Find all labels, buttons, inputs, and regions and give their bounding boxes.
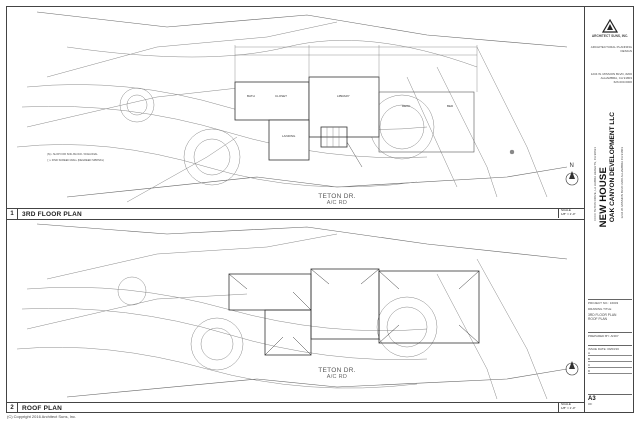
drawing-area: BATH CLOSET LIBRARY BED LANDING DECK (N)… xyxy=(7,7,584,413)
north-arrow-icon xyxy=(565,361,579,376)
revision-list: A B C D xyxy=(588,351,632,375)
plan-scale: SCALE 1/8" = 1'-0" xyxy=(558,402,584,412)
drawing-title-label: DRAWING TITLE xyxy=(588,307,612,311)
street-label-bottom: TETON DR. A/C RD xyxy=(318,367,356,380)
room-deck-label: DECK xyxy=(402,104,410,108)
third-floor-plan-panel: BATH CLOSET LIBRARY BED LANDING DECK (N)… xyxy=(7,7,584,220)
plan-title-bar-2: 2 ROOF PLAN SCALE 1/8" = 1'-0" xyxy=(7,402,584,413)
third-floor-plan-drawing: BATH CLOSET LIBRARY BED LANDING DECK (N)… xyxy=(16,11,579,203)
svg-text:N: N xyxy=(570,163,574,169)
street-label-top: TETON DR. A/C RD xyxy=(318,193,356,206)
prepared-by: PREPARED BY: ANDY xyxy=(588,332,632,338)
owner-address: 1234 W. MISSION BLVD #200 ALHAMBRA CA 91… xyxy=(620,147,624,219)
firm-name: ARCHITECT SUNS, INC. xyxy=(591,34,629,38)
room-closet-label: CLOSET xyxy=(275,94,287,98)
plan-title: 3RD FLOOR PLAN xyxy=(22,210,82,218)
firm-tagline: ARCHITECTURAL PLANNING DESIGN xyxy=(590,45,632,53)
drawing-title: 3RD FLOOR PLAN ROOF PLAN xyxy=(588,313,617,321)
project-owner: OAK CANYON DEVELOPMENT LLC xyxy=(609,112,616,223)
north-arrow-icon: N xyxy=(565,163,579,186)
project-number: PROJECT NO.: 16003 xyxy=(588,299,632,305)
plan-number: 2 xyxy=(7,403,18,413)
issue-date: ISSUE DATE: 09/03/16 xyxy=(588,345,632,351)
plan-number: 1 xyxy=(7,209,18,219)
firm-address: 1234 W. MISSION BLVD, #200 ALHAMBRA, CA … xyxy=(590,72,632,84)
title-block: ARCHITECT SUNS, INC. ARCHITECTURAL PLANN… xyxy=(584,7,634,412)
project-title: NEW HOUSE xyxy=(598,167,609,228)
copyright-footer: (C) Copyright 2016 Architect Suns, Inc. xyxy=(7,414,77,419)
legend-line-2: ( ) • FIND SCREEN WALL (DEGREED SPRINKL) xyxy=(47,158,104,162)
room-bath-label: BATH xyxy=(247,94,255,98)
plan-title: ROOF PLAN xyxy=(22,404,63,412)
roof-plan-panel: TETON DR. A/C RD 2 ROOF PLAN SCALE 1/8" … xyxy=(7,219,584,413)
roof-plan-drawing xyxy=(16,223,579,400)
sheet-number: A3 OF xyxy=(588,394,632,406)
firm-logo-icon xyxy=(588,18,632,34)
project-address: XXXX TETON DRIVE, LA HABRA HEIGHTS, CA 9… xyxy=(593,147,597,222)
legend-line-1: (N) • SLOP FOR SOIL BLOCK / DIAGONAL xyxy=(47,152,98,156)
plan-scale: SCALE 1/8" = 1'-0" xyxy=(558,208,584,218)
drawing-sheet: BATH CLOSET LIBRARY BED LANDING DECK (N)… xyxy=(6,6,634,413)
room-bed-label: BED xyxy=(447,104,454,108)
room-library-label: LIBRARY xyxy=(337,94,350,98)
room-landing-label: LANDING xyxy=(282,134,296,138)
plan-title-bar-1: 1 3RD FLOOR PLAN SCALE 1/8" = 1'-0" xyxy=(7,208,584,219)
